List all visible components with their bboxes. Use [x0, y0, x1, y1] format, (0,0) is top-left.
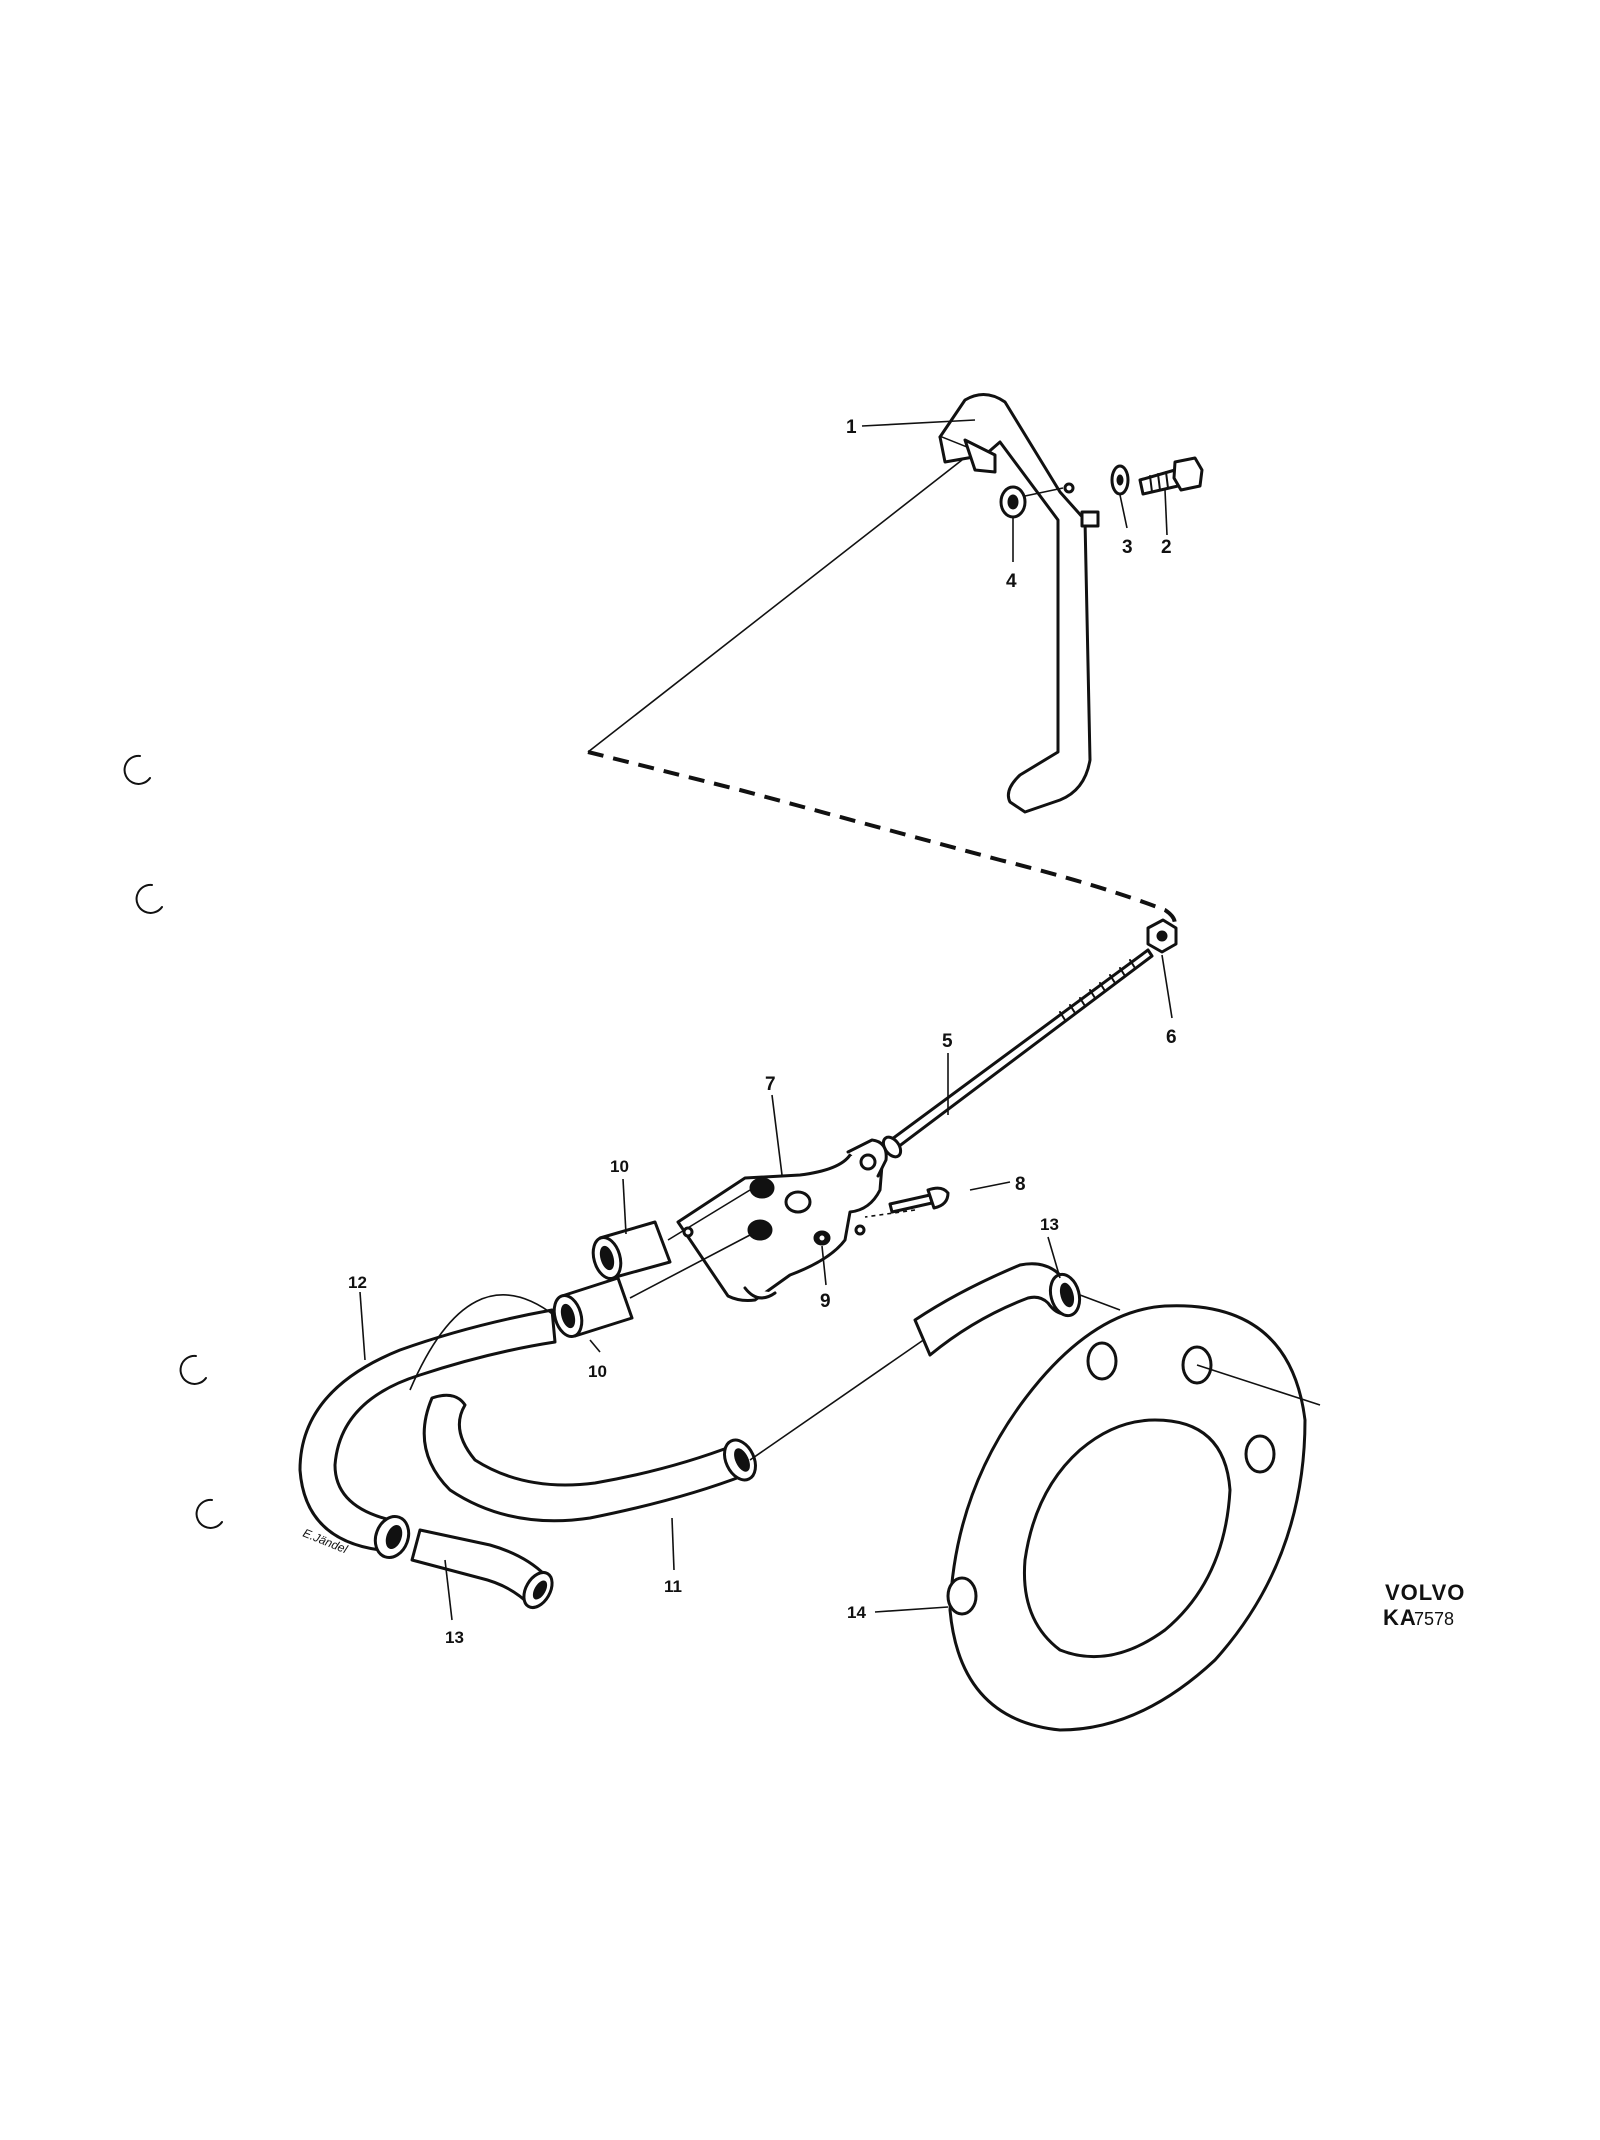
- hose-stub-part-13-left: [410, 1528, 554, 1610]
- cable-guide-line: [587, 459, 963, 753]
- throttle-cable-dashed: [587, 750, 1177, 932]
- callout-8: 8: [1015, 1174, 1026, 1195]
- callout-14: 14: [847, 1603, 866, 1622]
- hose-part-11: [422, 1331, 936, 1523]
- hose-part-12: [298, 1294, 557, 1559]
- gasket-part-14: [946, 1304, 1321, 1732]
- drawing-code-number: 7578: [1414, 1609, 1454, 1629]
- bolt-part-2: [1138, 456, 1204, 496]
- callout-13-left: 13: [445, 1628, 464, 1647]
- threaded-rod-part-5: [881, 948, 1154, 1159]
- brand-block: VOLVO KA 7578: [1383, 1580, 1465, 1630]
- callout-7: 7: [765, 1074, 776, 1095]
- callout-10-upper: 10: [610, 1157, 629, 1176]
- callout-5: 5: [942, 1031, 953, 1052]
- callout-11: 11: [664, 1577, 682, 1596]
- callout-13-right: 13: [1040, 1215, 1059, 1234]
- drawing-code-prefix: KA: [1383, 1605, 1417, 1630]
- callout-6: 6: [1166, 1027, 1177, 1048]
- callout-1: 1: [846, 417, 857, 438]
- screw-part-8: [864, 1186, 950, 1218]
- washer-part-3: [1110, 464, 1130, 496]
- callout-leaders: [359, 419, 1173, 1621]
- callout-labels: 1 2 3 4 5 6 7 8 9 10 10 11 12 13 13 14: [348, 417, 1177, 1647]
- brand-name: VOLVO: [1385, 1580, 1465, 1605]
- callout-4: 4: [1006, 571, 1017, 592]
- binder-hole-marks: [123, 754, 223, 1529]
- callout-9: 9: [820, 1291, 831, 1312]
- nut-part-6: [1146, 918, 1178, 954]
- callout-3: 3: [1122, 537, 1133, 558]
- nipple-part-10-lower: [552, 1234, 751, 1339]
- callout-2: 2: [1161, 537, 1172, 558]
- valve-housing-part-7: [676, 1138, 888, 1302]
- pedal-arm: [938, 393, 1100, 814]
- bushing-part-4: [999, 485, 1064, 519]
- callout-12: 12: [348, 1273, 367, 1292]
- callout-10-lower: 10: [588, 1362, 607, 1381]
